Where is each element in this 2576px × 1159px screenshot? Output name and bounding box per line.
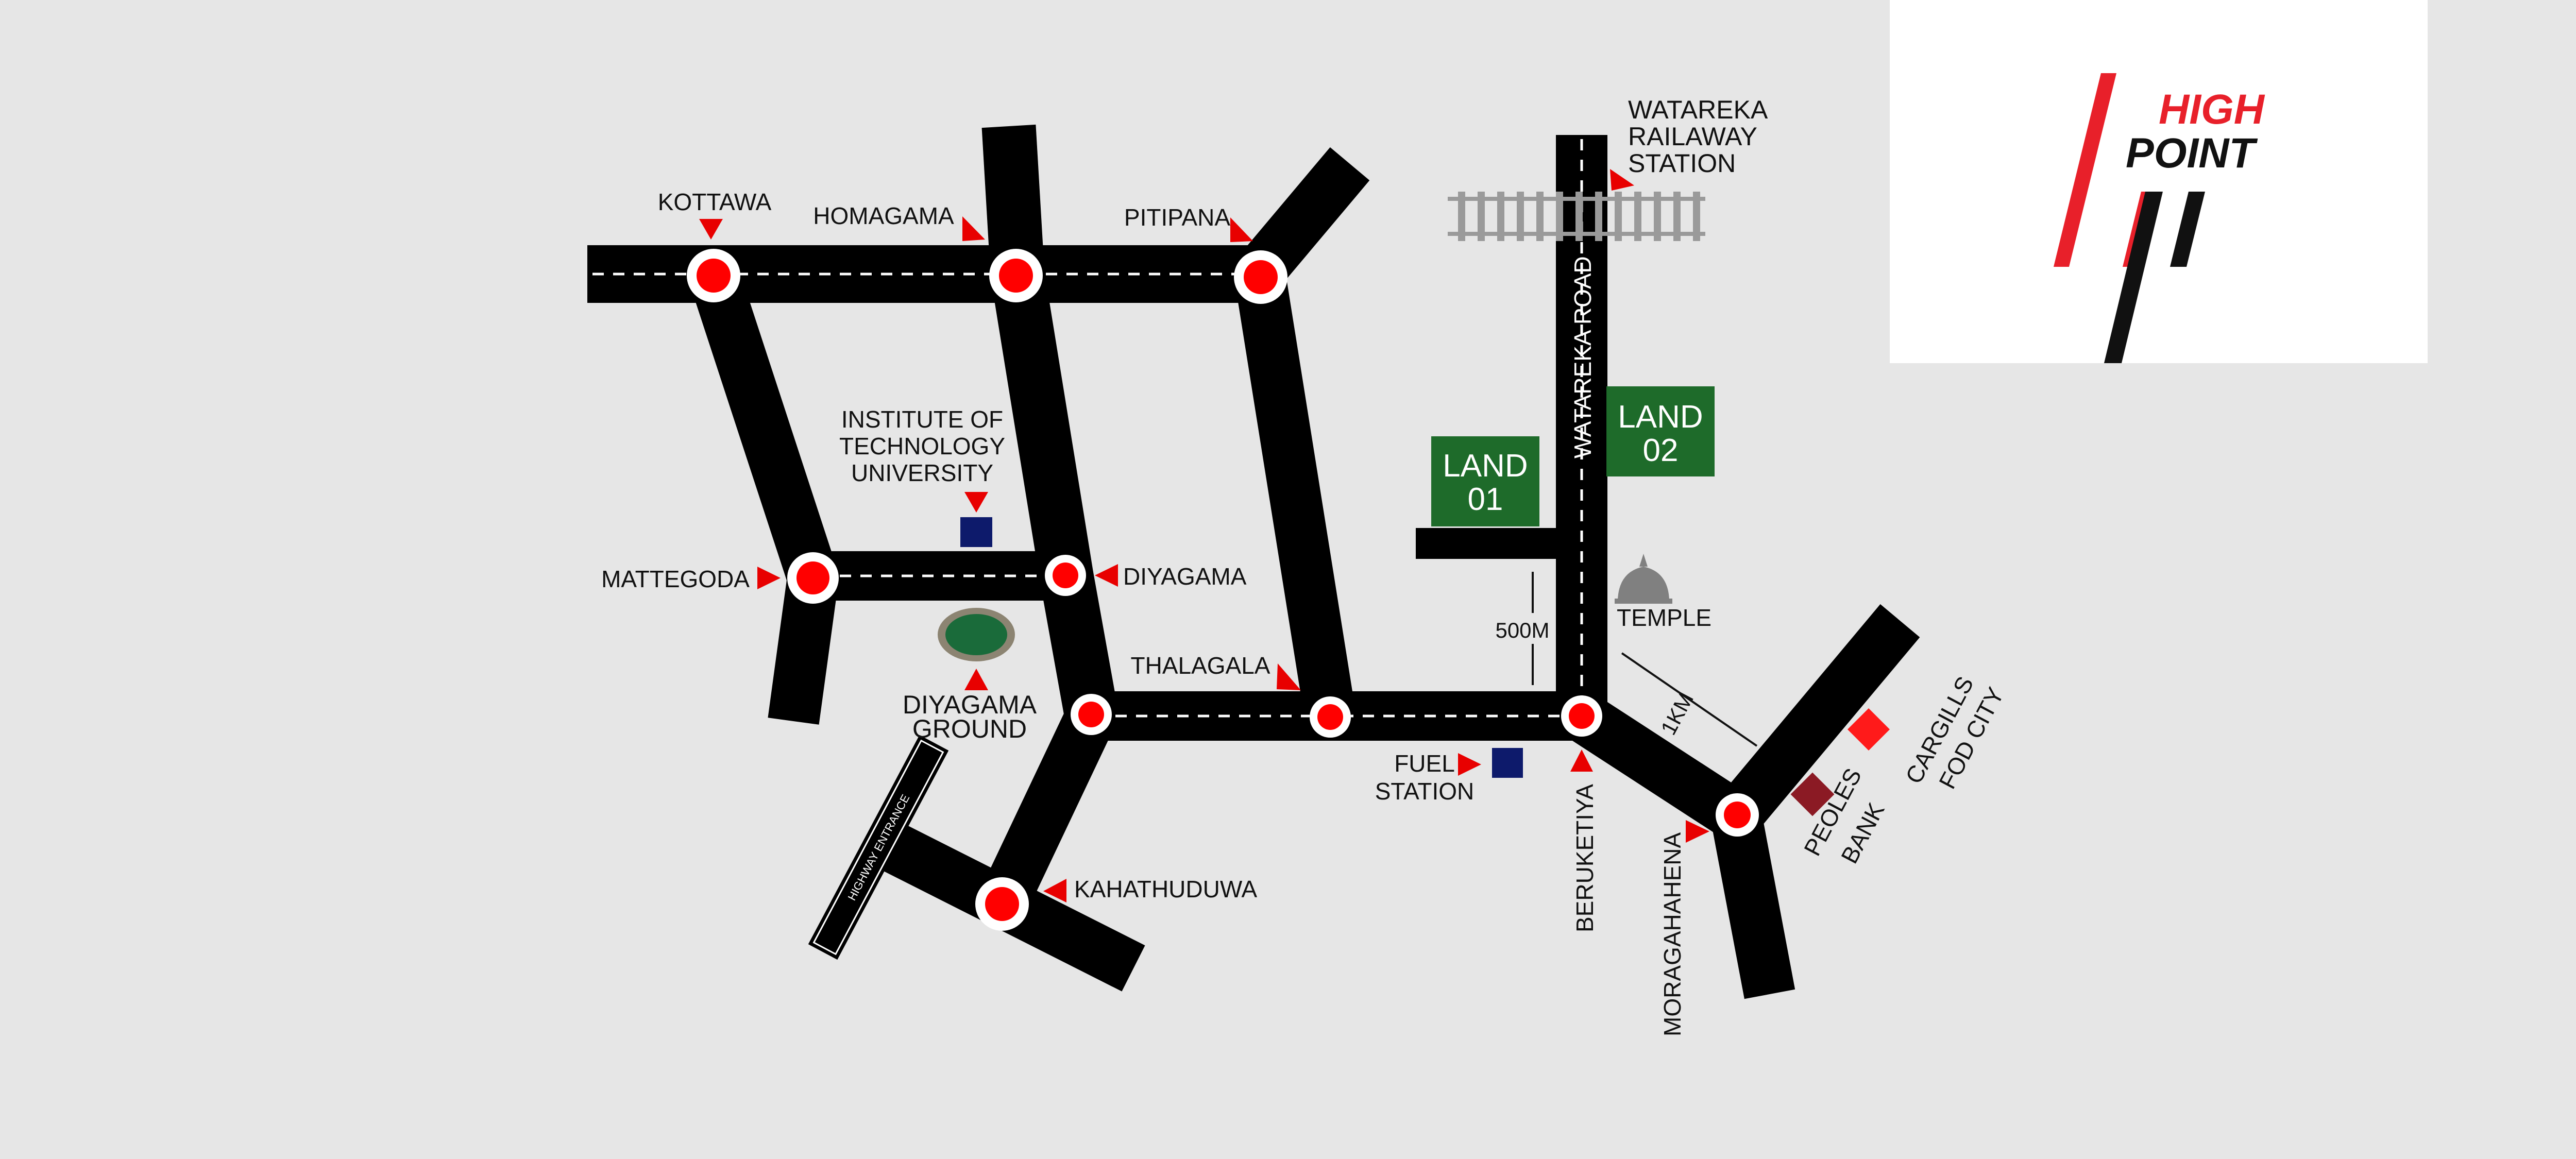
pointer-fuel xyxy=(1458,753,1481,776)
road-kahathuduwa xyxy=(978,705,1115,915)
road-moragahahena-ne xyxy=(1716,604,1920,833)
node-kahathuduwa xyxy=(975,877,1029,931)
node-beruketiya xyxy=(1561,695,1602,737)
temple-icon xyxy=(1615,554,1672,604)
pointer-triangles xyxy=(699,169,1709,902)
institute-icon xyxy=(960,517,992,547)
node-diyagama-ground-junction xyxy=(1071,694,1112,735)
label-moragahahena: MORAGAHAHENA xyxy=(1659,832,1686,1036)
land-02-label-line1: LAND xyxy=(1618,399,1703,435)
pointer-diyagama xyxy=(1095,564,1118,587)
logo-black-stroke-long xyxy=(2104,192,2163,363)
land-01-marker: LAND 01 xyxy=(1431,436,1539,526)
label-watareka-road: WATAREKA ROAD xyxy=(1569,256,1596,458)
pointer-ground xyxy=(964,669,988,690)
road-pitipana-thalagala xyxy=(1234,270,1356,720)
road-homagama-diyagama xyxy=(991,269,1093,581)
land-01-label-line1: LAND xyxy=(1443,448,1528,484)
label-kottawa: KOTTAWA xyxy=(658,189,772,215)
logo-panel: HIGH POINT xyxy=(1890,0,2428,363)
junction-nodes xyxy=(687,249,1759,931)
label-institute-line2: TECHNOLOGY xyxy=(839,433,1005,459)
pointer-kahathuduwa xyxy=(1043,879,1066,902)
node-pitipana xyxy=(1234,250,1287,304)
label-diyagama: DIYAGAMA xyxy=(1123,563,1247,590)
node-diyagama xyxy=(1045,555,1086,596)
node-kottawa xyxy=(687,249,740,302)
label-ground-line1: DIYAGAMA xyxy=(903,690,1037,719)
road-moragahahena-s xyxy=(1710,811,1795,999)
road-network xyxy=(587,124,1920,999)
land-02-marker: LAND 02 xyxy=(1606,386,1715,476)
logo-text-high: HIGH xyxy=(2159,86,2265,133)
logo-text-point: POINT xyxy=(2126,130,2258,177)
railway-track xyxy=(1448,192,1705,241)
cargills-icon xyxy=(1847,708,1890,751)
pointer-beruketiya xyxy=(1570,749,1593,772)
label-railway-line2: RAILAWAY xyxy=(1628,122,1757,151)
distance-1km-label: 1KM xyxy=(1656,688,1698,739)
label-fuel-line1: FUEL xyxy=(1394,750,1455,777)
pointer-thalagala xyxy=(1277,663,1301,690)
label-kahathuduwa: KAHATHUDUWA xyxy=(1074,876,1258,902)
label-institute-line3: UNIVERSITY xyxy=(851,459,993,486)
road-kottawa-mattegoda xyxy=(689,266,838,586)
label-thalagala: THALAGALA xyxy=(1131,652,1270,679)
pointer-kottawa xyxy=(699,219,723,240)
label-beruketiya: BERUKETIYA xyxy=(1571,784,1598,932)
label-fuel-line2: STATION xyxy=(1375,778,1475,805)
distance-500m-label: 500M xyxy=(1495,618,1549,642)
road-beruketiya-moragahahena xyxy=(1567,694,1751,838)
label-homagama: HOMAGAMA xyxy=(813,202,954,229)
pointer-mattegoda xyxy=(757,567,781,589)
pointer-moragahahena xyxy=(1686,820,1709,843)
label-railway-line1: WATAREKA xyxy=(1628,95,1768,124)
high-point-logo: HIGH POINT xyxy=(2054,73,2265,363)
logo-red-stroke-long xyxy=(2054,73,2116,267)
pointer-institute xyxy=(964,492,988,513)
distance-1km-line xyxy=(1621,652,1758,747)
logo-black-stroke-short xyxy=(2170,192,2205,267)
label-temple: TEMPLE xyxy=(1617,604,1711,631)
ground-icon xyxy=(938,608,1015,661)
land-01-label-line2: 01 xyxy=(1468,482,1503,517)
label-institute-line1: INSTITUTE OF xyxy=(841,406,1003,433)
node-moragahahena xyxy=(1716,793,1759,837)
label-mattegoda: MATTEGODA xyxy=(601,566,750,592)
pointer-homagama xyxy=(962,216,985,241)
pointer-railway xyxy=(1610,169,1634,191)
label-railway-line3: STATION xyxy=(1628,149,1736,178)
land-02-label-line2: 02 xyxy=(1643,433,1679,468)
node-homagama xyxy=(989,249,1043,302)
pointer-pitipana xyxy=(1230,217,1253,242)
road-diyagama-south xyxy=(1040,571,1118,719)
label-ground-line2: GROUND xyxy=(912,714,1027,743)
fuel-station-icon xyxy=(1492,748,1523,778)
node-thalagala xyxy=(1310,696,1351,738)
node-mattegoda xyxy=(787,552,839,604)
peoples-bank-icon xyxy=(1790,772,1835,816)
label-pitipana: PITIPANA xyxy=(1124,204,1231,231)
